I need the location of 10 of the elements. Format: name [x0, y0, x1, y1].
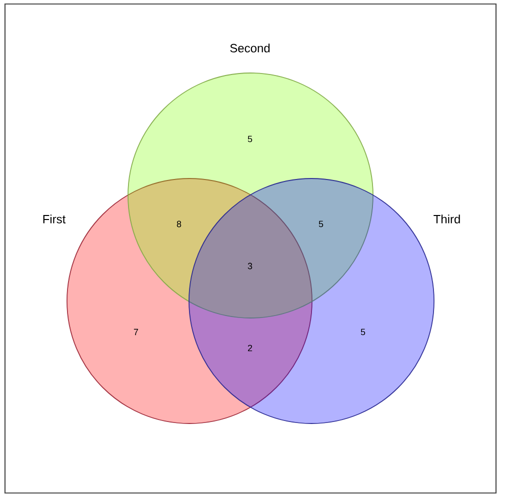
region-count: 5 — [318, 220, 324, 228]
region-count: 2 — [248, 344, 252, 352]
set-label: Second — [230, 44, 270, 52]
region-count: 8 — [176, 220, 182, 228]
set-label: Third — [434, 214, 460, 224]
set-label: First — [43, 214, 66, 224]
region-count: 5 — [360, 328, 366, 336]
region-count: 7 — [134, 328, 138, 336]
region-count: 3 — [248, 262, 252, 270]
region-count: 5 — [248, 136, 252, 142]
